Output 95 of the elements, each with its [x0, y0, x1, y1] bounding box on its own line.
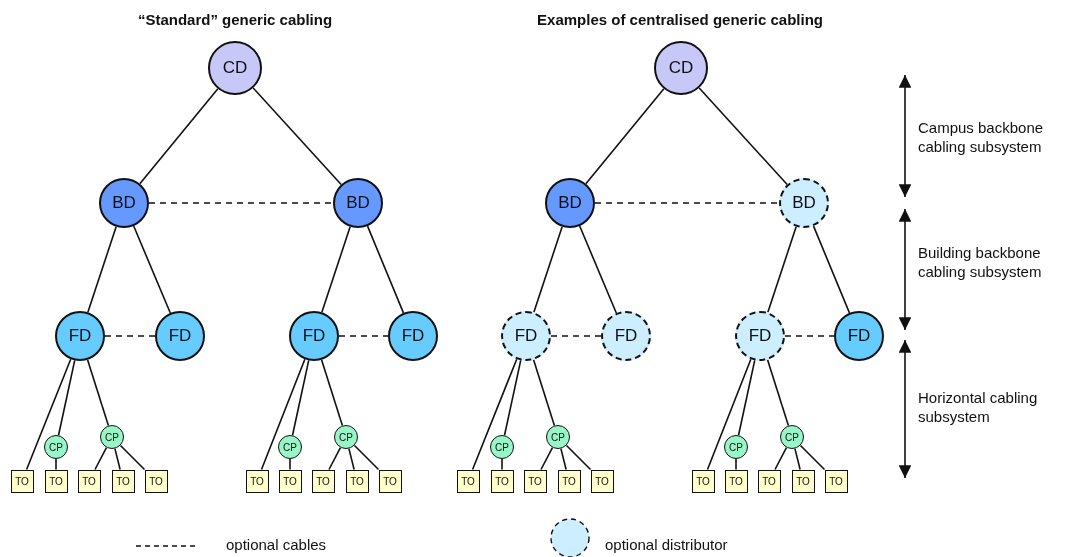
- distributor-circle: FD: [55, 311, 105, 361]
- cable-line: [540, 446, 554, 471]
- outlet-box: TO: [824, 469, 848, 493]
- heading: Examples of centralised generic cabling: [536, 11, 824, 30]
- outlet-box: TO: [757, 469, 781, 493]
- subsystem-label: Horizontal cabling subsystem: [918, 389, 1039, 427]
- dashed-cable-line: [784, 335, 835, 337]
- outlet-box: TO: [490, 469, 514, 493]
- optional-distributor-circle: BD: [779, 178, 829, 228]
- cable-line: [348, 447, 355, 471]
- cable-line: [737, 359, 756, 437]
- legend-label: optional distributor: [605, 536, 728, 555]
- dashed-cable-line: [148, 202, 334, 204]
- cable-line: [565, 444, 592, 471]
- cable-line: [366, 225, 405, 314]
- cable-line: [503, 359, 522, 437]
- outlet-box: TO: [456, 469, 480, 493]
- cable-line: [799, 444, 826, 471]
- cable-line: [320, 359, 344, 427]
- cable-line: [578, 225, 618, 314]
- cable-line: [252, 87, 342, 186]
- distributor-circle: FD: [289, 311, 339, 361]
- optional-distributor-circle: FD: [601, 311, 651, 361]
- cable-line: [291, 359, 310, 437]
- cable-line: [321, 225, 351, 314]
- optional-distributor-circle: FD: [735, 311, 785, 361]
- distributor-circle: BD: [333, 178, 383, 228]
- outlet-box: TO: [691, 469, 715, 493]
- cable-line: [560, 447, 567, 471]
- outlet-box: TO: [44, 469, 68, 493]
- consolidation-point-circle: CP: [334, 425, 358, 449]
- consolidation-point-circle: CP: [724, 435, 748, 459]
- distributor-circle: BD: [545, 178, 595, 228]
- consolidation-point-circle: CP: [100, 425, 124, 449]
- cable-line: [260, 358, 306, 471]
- consolidation-point-circle: CP: [490, 435, 514, 459]
- outlet-box: TO: [557, 469, 581, 493]
- consolidation-point-circle: CP: [780, 425, 804, 449]
- subsystem-label: Building backbone cabling subsystem: [918, 244, 1043, 282]
- cable-line: [114, 447, 121, 471]
- dashed-cable-line: [594, 202, 780, 204]
- cable-line: [94, 446, 108, 471]
- cable-line: [585, 88, 665, 185]
- cable-line: [57, 359, 76, 437]
- cable-line: [767, 225, 797, 314]
- outlet-box: TO: [311, 469, 335, 493]
- cable-line: [353, 444, 380, 471]
- outlet-box: TO: [278, 469, 302, 493]
- outlet-box: TO: [724, 469, 748, 493]
- distributor-circle: FD: [834, 311, 884, 361]
- cable-line: [532, 359, 556, 427]
- cable-line: [471, 358, 518, 471]
- cable-line: [533, 225, 563, 314]
- cable-line: [698, 87, 788, 186]
- outlet-box: TO: [523, 469, 547, 493]
- optional-distributor-circle: FD: [501, 311, 551, 361]
- outlet-box: TO: [345, 469, 369, 493]
- cable-line: [501, 458, 503, 471]
- cable-line: [289, 458, 291, 471]
- cable-line: [706, 358, 752, 471]
- cable-line: [86, 359, 110, 427]
- outlet-box: TO: [245, 469, 269, 493]
- consolidation-point-circle: CP: [546, 425, 570, 449]
- consolidation-point-circle: CP: [278, 435, 302, 459]
- distributor-circle: FD: [388, 311, 438, 361]
- outlet-box: TO: [111, 469, 135, 493]
- cable-line: [25, 358, 72, 471]
- cable-line: [87, 225, 117, 314]
- cable-line: [328, 446, 342, 471]
- cable-line: [774, 446, 788, 471]
- cable-line: [55, 458, 57, 471]
- distributor-circle: CD: [208, 41, 262, 95]
- subsystem-label: Campus backbone cabling subsystem: [918, 119, 1045, 157]
- distributor-circle: FD: [155, 311, 205, 361]
- dashed-cable-line: [104, 335, 156, 337]
- distributor-circle: BD: [99, 178, 149, 228]
- cable-line: [812, 225, 851, 314]
- dashed-cable-line: [338, 335, 389, 337]
- cable-line: [735, 458, 737, 471]
- cable-line: [132, 225, 172, 314]
- cable-line: [139, 88, 219, 185]
- legend-label: optional cables: [226, 536, 327, 555]
- outlet-box: TO: [590, 469, 614, 493]
- outlet-box: TO: [144, 469, 168, 493]
- cable-line: [794, 447, 801, 471]
- distributor-circle: CD: [654, 41, 708, 95]
- dashed-cable-line: [550, 335, 602, 337]
- consolidation-point-circle: CP: [44, 435, 68, 459]
- outlet-box: TO: [10, 469, 34, 493]
- outlet-box: TO: [77, 469, 101, 493]
- outlet-box: TO: [791, 469, 815, 493]
- cable-line: [119, 444, 146, 471]
- outlet-box: TO: [378, 469, 402, 493]
- cable-line: [766, 359, 790, 427]
- heading: “Standard” generic cabling: [136, 11, 334, 30]
